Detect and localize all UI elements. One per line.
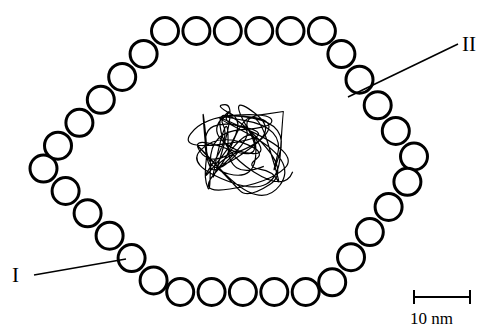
leader-line <box>348 44 458 97</box>
capsomere-circle <box>292 279 319 306</box>
capsomere-circle <box>375 193 402 220</box>
capsomere-circle <box>118 245 145 272</box>
capsomere-circle <box>96 222 123 249</box>
capsomere-circle <box>394 168 421 195</box>
capsomere-circle <box>401 143 428 170</box>
scale-label: 10 nm <box>410 310 453 327</box>
capsomere-circle <box>229 279 256 306</box>
capsomere-circle <box>109 63 136 90</box>
capsomere-circle <box>167 279 194 306</box>
part-label: I <box>12 265 19 286</box>
capsomere-circle <box>87 86 114 113</box>
capsomere-circle <box>74 200 101 227</box>
capsomere-circle <box>198 279 225 306</box>
capsomere-circle <box>214 18 241 45</box>
capsomere-circle <box>152 18 179 45</box>
capsomere-circle <box>183 18 210 45</box>
capsomere-circle <box>277 18 304 45</box>
capsomere-circle <box>52 178 79 205</box>
capsomere-circle <box>319 269 346 296</box>
capsomere-circle <box>261 279 288 306</box>
capsomere-circle <box>246 18 273 45</box>
scale-bar <box>414 290 470 304</box>
capsomere-circle <box>356 219 383 246</box>
strand-path <box>188 105 292 196</box>
capsid-ring <box>30 18 428 306</box>
capsomere-circle <box>328 41 355 68</box>
capsomere-circle <box>346 66 373 93</box>
capsomere-circle <box>45 132 72 159</box>
leader-line <box>34 259 126 275</box>
capsomere-circle <box>130 40 157 67</box>
capsomere-circle <box>140 267 167 294</box>
capsomere-circle <box>382 117 409 144</box>
capsomere-circle <box>338 244 365 271</box>
capsomere-circle <box>364 92 391 119</box>
part-label: II <box>462 34 476 55</box>
capsomere-circle <box>308 18 335 45</box>
capsomere-circle <box>66 109 93 136</box>
nucleic-acid-coil <box>188 105 292 196</box>
